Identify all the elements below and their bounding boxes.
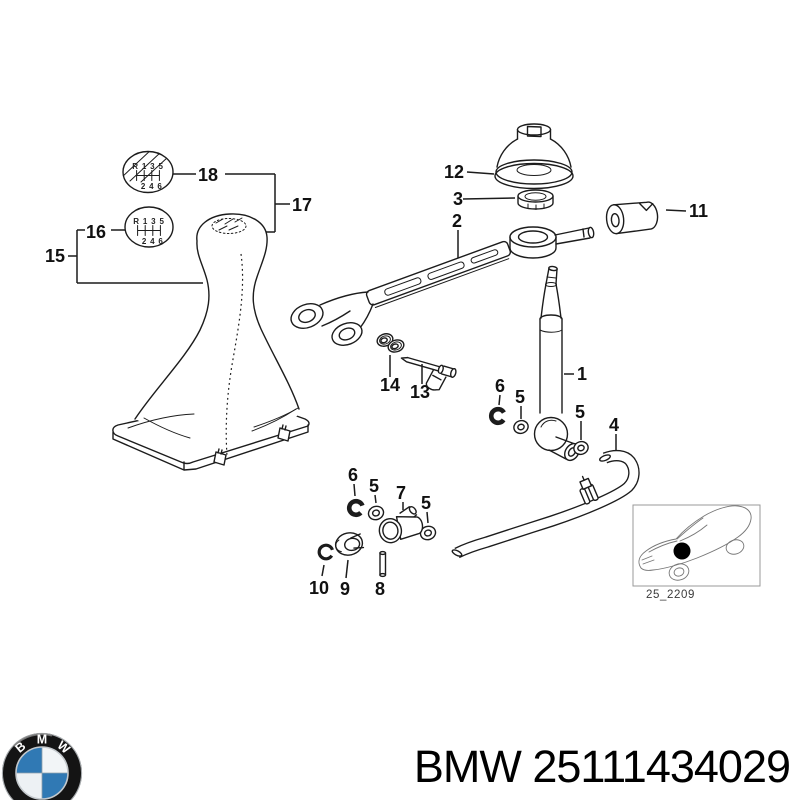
part-11-damper bbox=[605, 201, 659, 235]
part-5-washer-lower1 bbox=[367, 505, 385, 521]
callout-1: 1 bbox=[577, 364, 587, 384]
bmw-logo: B M W bbox=[1, 733, 83, 800]
part-5-washer-upper bbox=[513, 419, 529, 435]
callout-17: 17 bbox=[292, 195, 312, 215]
leader-lines bbox=[68, 171, 687, 579]
shift-pattern-top-row: R 1 3 5 bbox=[132, 162, 163, 171]
hatch-area bbox=[123, 151, 169, 183]
callout-9: 9 bbox=[340, 579, 350, 599]
callout-14: 14 bbox=[380, 375, 400, 395]
boot-stitch-seam bbox=[225, 253, 244, 457]
callout-labels: 18 17 16 15 12 3 2 11 1 14 13 6 5 5 4 6 … bbox=[45, 162, 708, 599]
callout-10: 10 bbox=[309, 578, 329, 598]
logo-quadrant-se bbox=[42, 773, 68, 799]
location-dot bbox=[673, 542, 691, 560]
callout-5-upper: 5 bbox=[515, 387, 525, 407]
arm-boss bbox=[509, 226, 595, 259]
part-5-washer-right bbox=[573, 440, 589, 456]
callout-15: 15 bbox=[45, 246, 65, 266]
part-3-bushing bbox=[517, 189, 554, 210]
part-number-text: BMW 25111434029 bbox=[413, 741, 791, 792]
callout-6-upper: 6 bbox=[495, 376, 505, 396]
callout-13: 13 bbox=[410, 382, 430, 402]
part-4-shift-rod bbox=[451, 449, 640, 559]
callout-3: 3 bbox=[453, 189, 463, 209]
part-8-pin bbox=[379, 550, 387, 578]
car-sketch bbox=[638, 505, 752, 581]
arm-eyelet-right bbox=[331, 322, 363, 346]
svg-text:2 4 6: 2 4 6 bbox=[142, 237, 164, 246]
callout-5-lower1: 5 bbox=[369, 476, 379, 496]
part-7-joint bbox=[378, 506, 424, 544]
part-12-grommet bbox=[494, 123, 574, 190]
logo-quadrant-nw bbox=[16, 747, 42, 773]
callout-16: 16 bbox=[86, 222, 106, 242]
callout-7: 7 bbox=[396, 483, 406, 503]
part-16-shift-pattern-emblem: R 1 3 5 2 4 6 bbox=[124, 206, 174, 248]
part-1-shift-lever bbox=[533, 265, 580, 462]
part-6-circlip-lower bbox=[346, 498, 365, 518]
part-2-selector-arm bbox=[290, 226, 595, 346]
boot-mounting-clips bbox=[213, 424, 291, 466]
callout-8: 8 bbox=[375, 579, 385, 599]
callout-18: 18 bbox=[198, 165, 218, 185]
callout-11: 11 bbox=[689, 201, 708, 221]
callout-2: 2 bbox=[452, 211, 462, 231]
part-18-shift-pattern-emblem: R 1 3 5 2 4 6 bbox=[122, 150, 174, 194]
svg-text:R 1 3 5: R 1 3 5 bbox=[133, 217, 164, 226]
callout-5-right: 5 bbox=[575, 402, 585, 422]
part-6-circlip-upper bbox=[488, 406, 506, 426]
part-17-shift-boot bbox=[127, 213, 300, 457]
part-5-washer-lower2 bbox=[419, 525, 437, 541]
part-10-snap-ring bbox=[317, 543, 334, 561]
callout-6-lower: 6 bbox=[348, 465, 358, 485]
logo-quadrant-sw bbox=[16, 773, 42, 799]
arm-eyelet-left bbox=[290, 303, 324, 329]
part-14-bushes bbox=[376, 333, 405, 353]
callout-5-lower2: 5 bbox=[421, 493, 431, 513]
shift-pattern-bottom-row: 2 4 6 bbox=[141, 182, 163, 191]
logo-quadrant-ne bbox=[42, 747, 68, 773]
part-9-split-bushing bbox=[334, 532, 365, 556]
part-13-pin bbox=[400, 356, 457, 391]
rod-clamp bbox=[579, 475, 599, 505]
callout-4: 4 bbox=[609, 415, 619, 435]
inset-diagram-code: 25_2209 bbox=[646, 589, 695, 601]
logo-letter-m: M bbox=[37, 733, 47, 747]
car-location-inset: 25_2209 bbox=[632, 504, 761, 601]
callout-12: 12 bbox=[444, 162, 464, 182]
